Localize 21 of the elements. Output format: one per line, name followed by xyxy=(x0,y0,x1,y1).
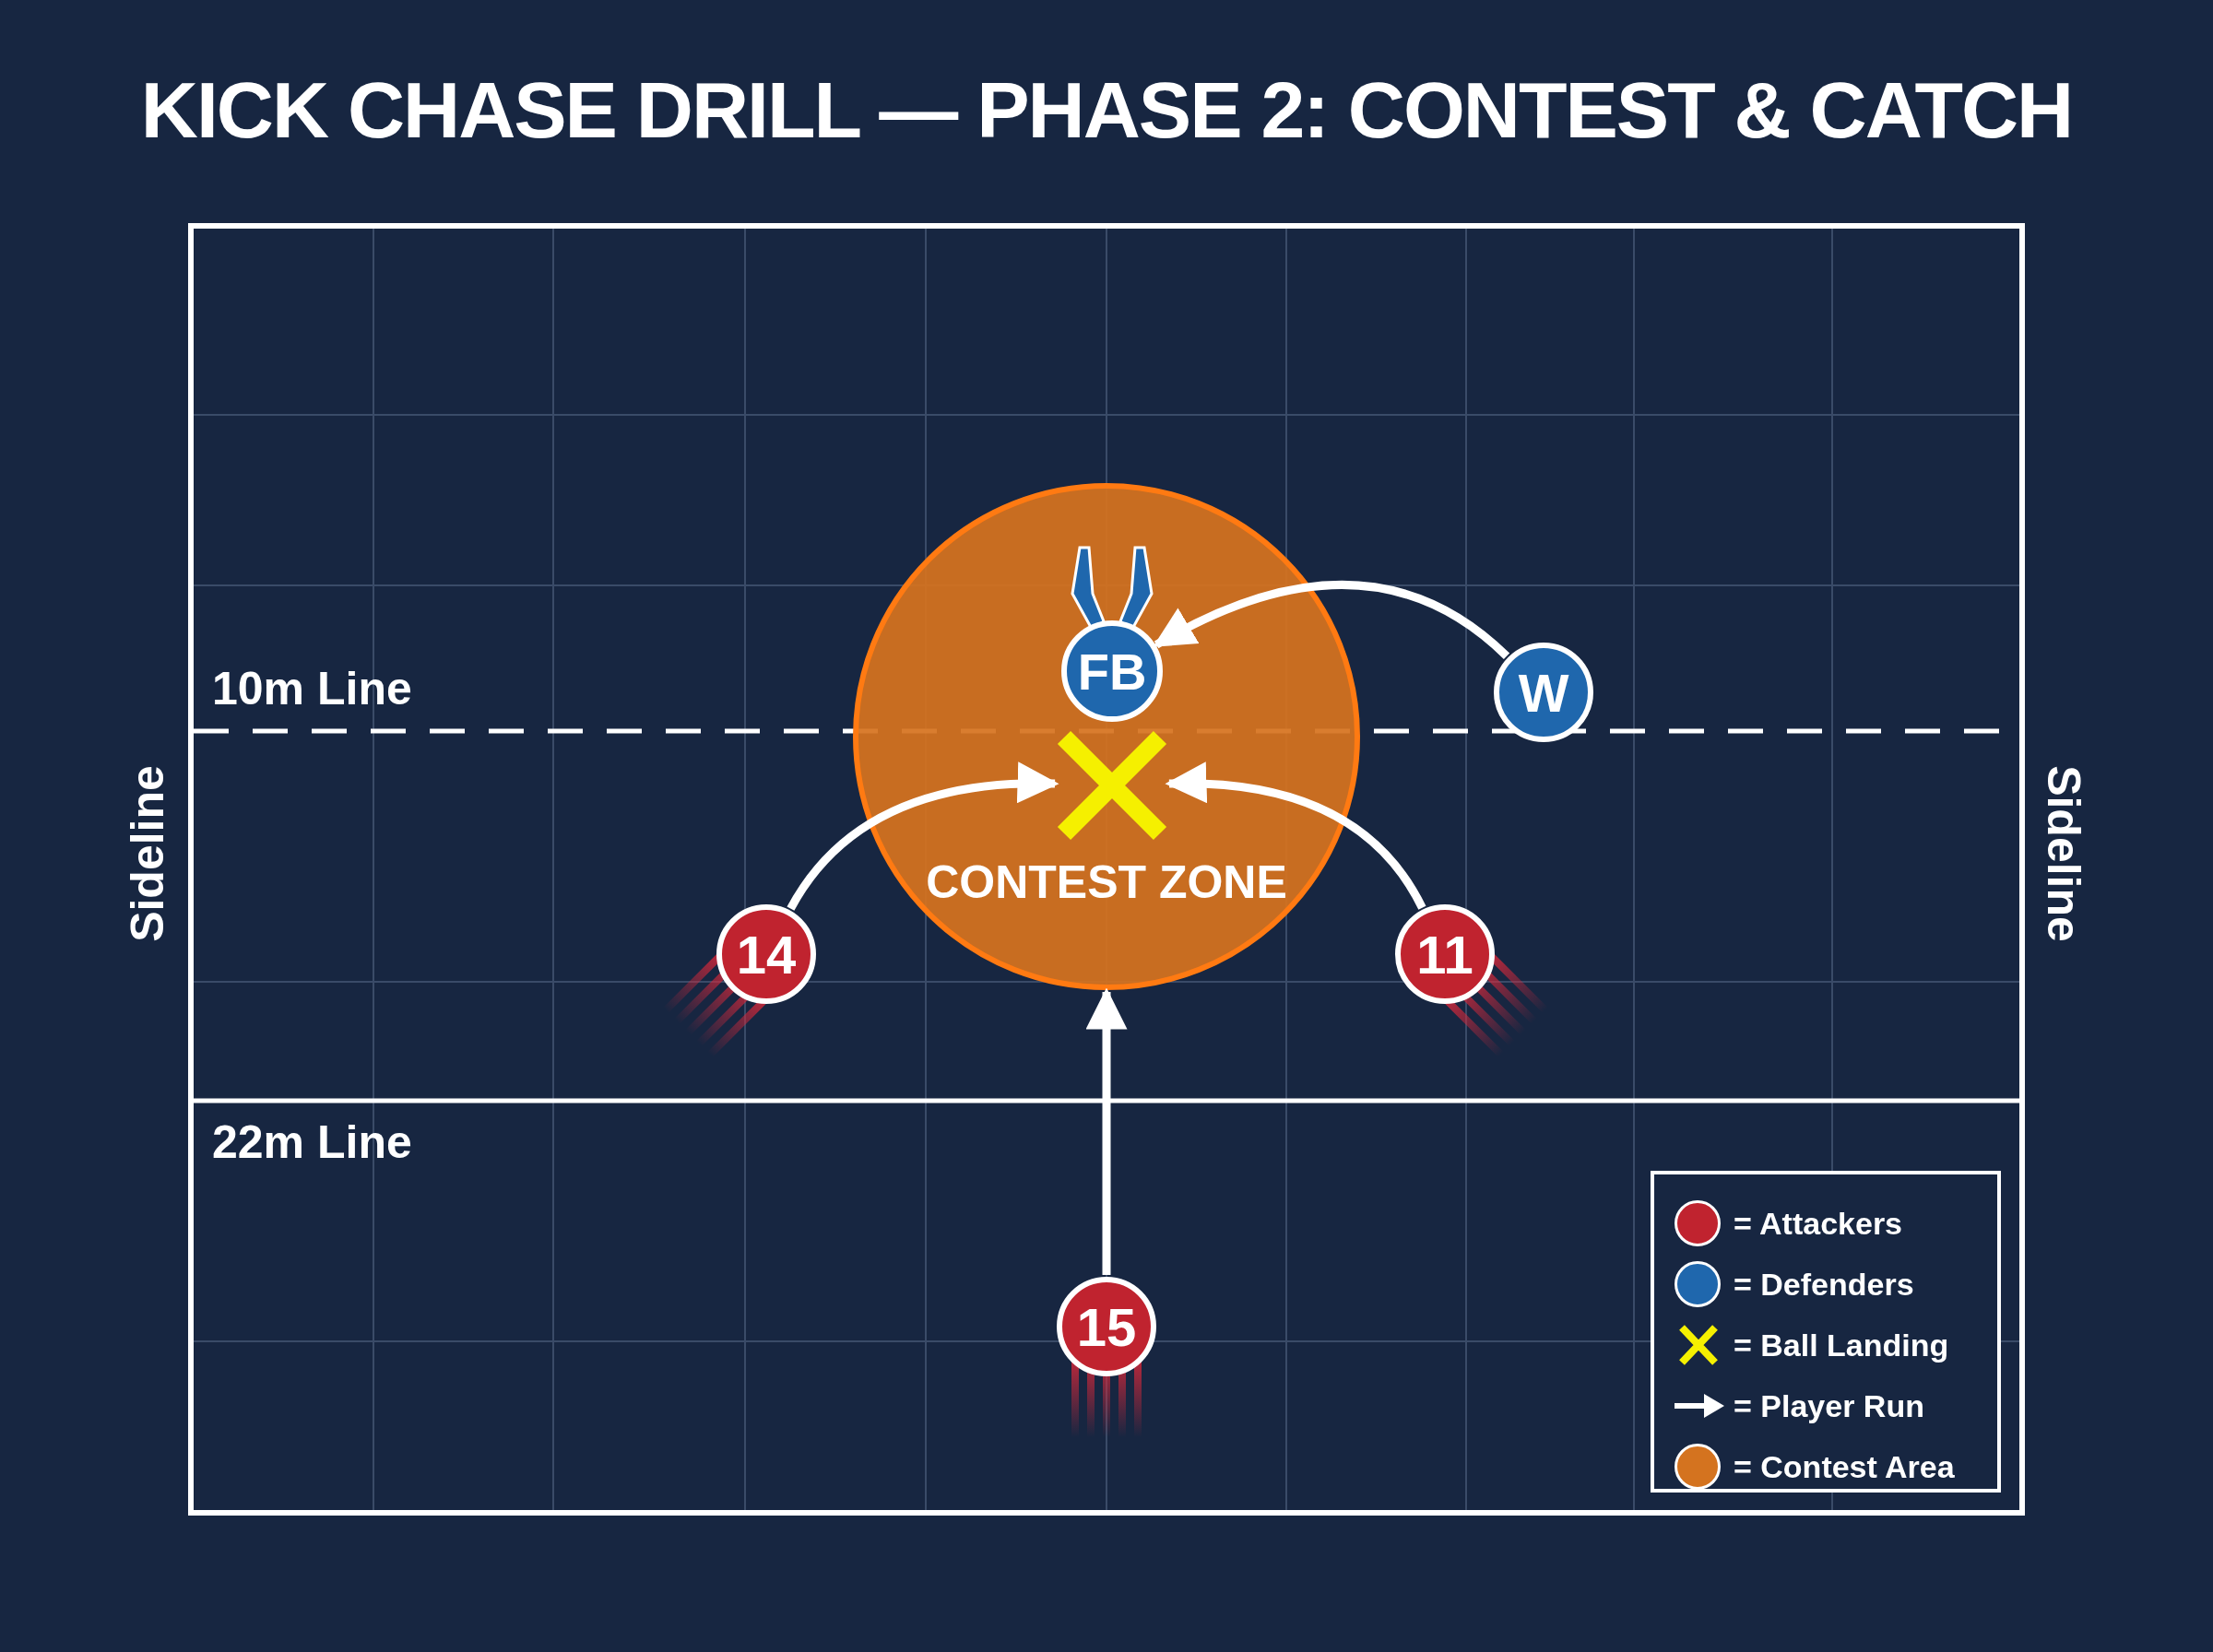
player-marker: 14 xyxy=(716,904,816,1004)
title: KICK CHASE DRILL — PHASE 2: CONTEST & CATCH xyxy=(139,65,2074,156)
player-marker: 15 xyxy=(1057,1277,1156,1376)
run-arrow xyxy=(1085,987,1128,1275)
player-marker: 11 xyxy=(1395,904,1495,1004)
run-arrow xyxy=(1165,762,1426,910)
legend-label: = Ball Landing xyxy=(1734,1328,1949,1363)
line-label: 22m Line xyxy=(212,1115,412,1169)
sideline-label: Sideline xyxy=(121,765,174,942)
player-label: FB xyxy=(1076,642,1148,702)
legend-label: = Defenders xyxy=(1734,1267,1914,1303)
run-arrow xyxy=(1153,581,1510,660)
zone-label: CONTEST ZONE xyxy=(925,856,1288,909)
run-arrow xyxy=(787,762,1059,911)
legend-label: = Player Run xyxy=(1734,1388,1924,1424)
sideline-label: Sideline xyxy=(2037,765,2090,942)
ball-landing-cross xyxy=(1057,730,1167,841)
legend-label: = Contest Area xyxy=(1734,1449,1955,1485)
legend-label: = Attackers xyxy=(1734,1206,1902,1242)
line-label: 10m Line xyxy=(212,662,412,715)
player-marker: W xyxy=(1494,643,1593,742)
